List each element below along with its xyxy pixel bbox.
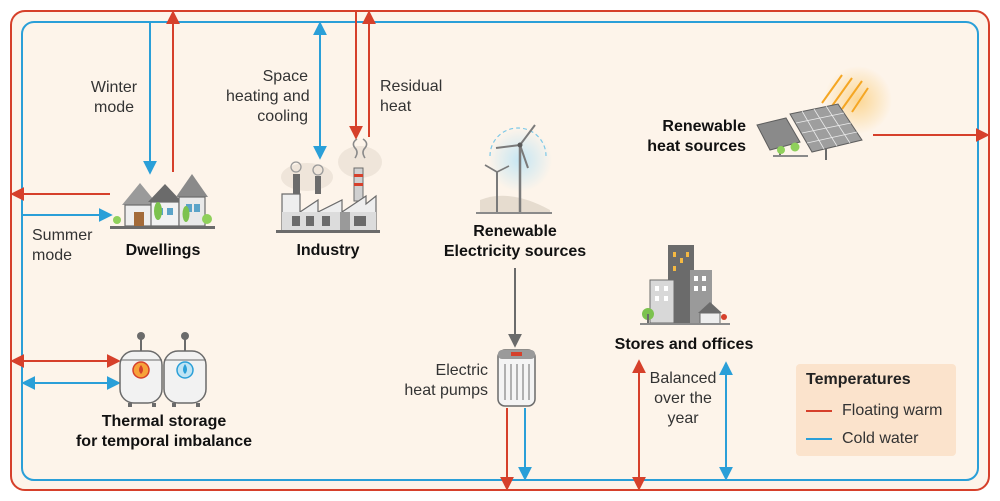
buildings-icon [640,245,730,325]
legend-item-cold: Cold water [806,430,918,448]
legend-title: Temperatures [806,371,911,388]
legend-item-warm: Floating warm [806,402,942,420]
stores-offices-title: Stores and offices [614,336,754,353]
factory-icon [276,138,382,233]
dwellings-title: Dwellings [125,242,201,259]
warm-swatch [806,409,832,412]
legend: Temperatures Floating warm Cold water [796,364,956,456]
solar-panel-icon [756,66,892,160]
house-icon [110,174,215,229]
industry-title: Industry [296,242,360,259]
storage-tank-icon [119,332,207,407]
wind-turbine-icon [476,124,552,214]
cold-swatch [806,437,832,440]
background-panel [10,10,990,491]
heat-pump-icon [497,349,536,407]
